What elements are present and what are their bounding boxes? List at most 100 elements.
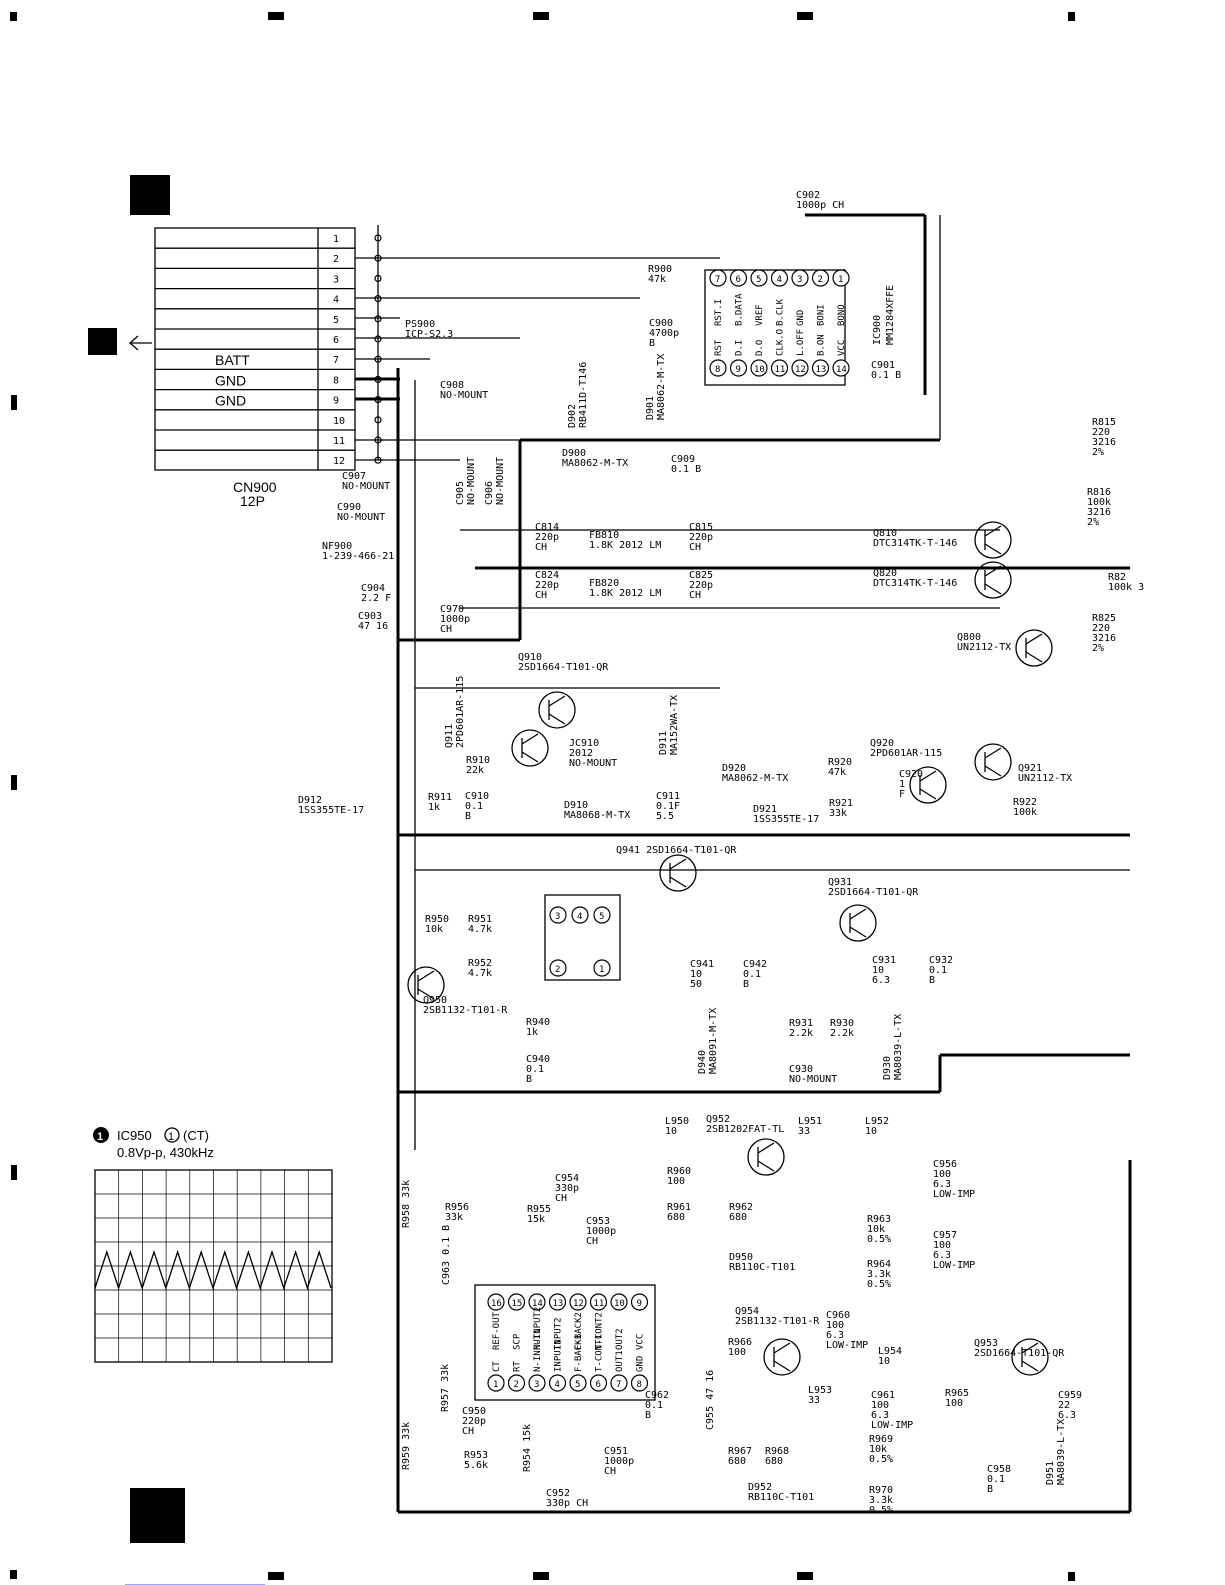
label-line: NF900 [322, 541, 352, 552]
label-line: 0.1 B [671, 464, 701, 475]
ic900-pin-num: 1 [838, 275, 843, 285]
label-line: 2% [1087, 517, 1099, 528]
label-line: F [899, 789, 905, 800]
label-line: R815 [1092, 417, 1116, 428]
label-line: 10 [878, 1356, 890, 1367]
ic950-pin-label: RT [513, 1361, 523, 1372]
ic950-pin-num: 14 [532, 1299, 543, 1309]
label-line: R966 [728, 1337, 752, 1348]
label-line: B [465, 811, 471, 822]
label-line: 4.7k [468, 924, 492, 935]
label-line: 220 [1092, 427, 1110, 438]
arrow-left-icon [129, 335, 152, 351]
label-line: DTC314TK-T-146 [873, 578, 957, 589]
label-r959: R959 33k [401, 1422, 412, 1470]
ic900-pin-2 [811, 269, 830, 287]
label-line: 47k [828, 767, 846, 778]
label-line: 22k [466, 765, 484, 776]
label-line: NO-MOUNT [440, 390, 488, 401]
label-line: 33 [798, 1126, 810, 1137]
ic950-pin-num: 9 [637, 1299, 642, 1309]
label-line: 0.5% [869, 1505, 893, 1516]
label-line: 33k [445, 1212, 463, 1223]
label-line: 1000p [440, 614, 470, 625]
label-line: R952 [468, 958, 492, 969]
label-line: C963 0.1 B [441, 1225, 452, 1285]
label-line: R825 [1092, 613, 1116, 624]
label-line: LOW-IMP [826, 1340, 868, 1351]
ic950-pin-num: 10 [614, 1299, 625, 1309]
ic900-part: MM1284XFFE [885, 285, 896, 345]
label-line: B [645, 1410, 651, 1421]
label-line: R965 [945, 1388, 969, 1399]
label-line: Q931 [828, 877, 852, 888]
label-line: MA8062-M-TX [562, 458, 628, 469]
cn900-pin-1: 1 [333, 234, 339, 245]
label-line: R963 [867, 1214, 891, 1225]
label-line: 220p [689, 532, 713, 543]
label-line: 0.1 [645, 1400, 663, 1411]
label-line: 100 [826, 1320, 844, 1331]
ic900-pin-11 [770, 359, 789, 377]
label-line: L953 [808, 1385, 832, 1396]
label-line: CH [604, 1466, 616, 1477]
label-line: C960 [826, 1310, 850, 1321]
label-line: 2SB1132-T101-R [735, 1316, 820, 1327]
label-line: C951 [604, 1446, 628, 1457]
label-line: 33 [808, 1395, 820, 1406]
label-line: 10 [690, 969, 702, 980]
ic950-pin-label: INPUT2 [554, 1317, 564, 1350]
cn900-signal-8: GND [215, 372, 246, 388]
waveform-suffix: (CT) [183, 1128, 209, 1143]
label-line: CH [555, 1193, 567, 1204]
q940-pin-num: 5 [599, 912, 604, 922]
ic950-pin-2 [507, 1374, 526, 1392]
label-line: 2% [1092, 643, 1104, 654]
ic950-pin-num: 5 [575, 1380, 580, 1390]
label-line: Q921 [1018, 763, 1042, 774]
label-line: 3216 [1087, 507, 1111, 518]
label-line: C905 [455, 481, 466, 505]
label-line: 220p [535, 580, 559, 591]
ic950-pin-label: SCP [513, 1333, 523, 1350]
ic950-pin-4 [548, 1374, 567, 1392]
label-line: CH [689, 542, 701, 553]
label-line: C990 [337, 502, 361, 513]
label-line: 100 [871, 1400, 889, 1411]
ic950-pin-8 [630, 1374, 649, 1392]
label-line: R940 [526, 1017, 550, 1028]
ic950-pin-num: 7 [616, 1380, 621, 1390]
label-line: 6.3 [872, 975, 890, 986]
label-line: 2% [1092, 447, 1104, 458]
transistor-symbol [909, 766, 947, 804]
cn900-signal-9: GND [215, 393, 246, 409]
label-line: RB110C-T101 [729, 1262, 795, 1273]
ic950-pin-13 [548, 1293, 567, 1311]
label-line: MA8062-M-TX [722, 773, 788, 784]
ic900-pin-num: 12 [795, 365, 806, 375]
ic900-pin-7 [709, 269, 727, 287]
label-line: 0.1F [656, 801, 680, 812]
ic950-pin-6 [589, 1374, 608, 1392]
ic950-pin-15 [507, 1293, 526, 1311]
label-line: R962 [729, 1202, 753, 1213]
label-line: R967 [728, 1446, 752, 1457]
